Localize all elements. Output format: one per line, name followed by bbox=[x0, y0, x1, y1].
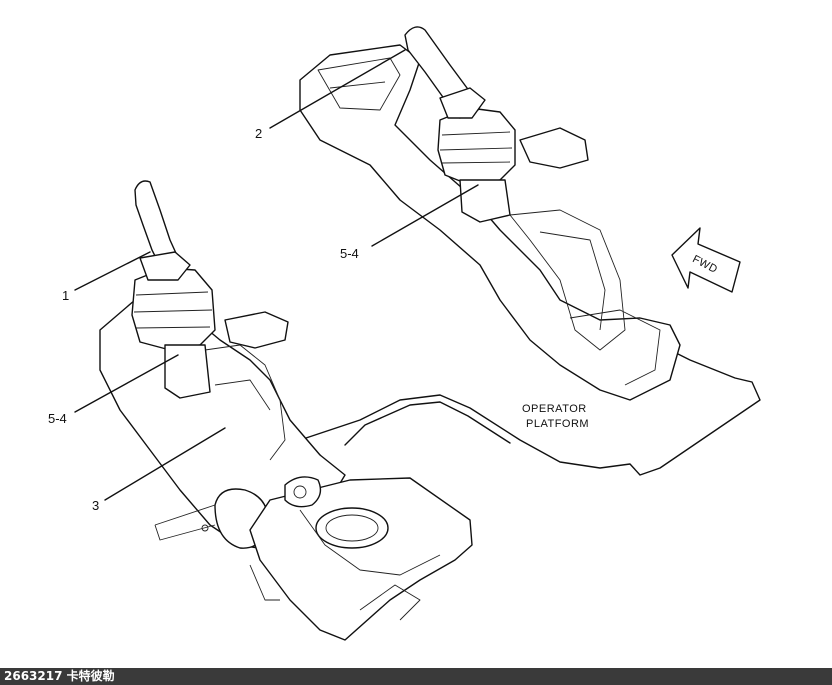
callout-5-4-right: 5-4 bbox=[340, 246, 359, 261]
callout-5-4-left: 5-4 bbox=[48, 411, 67, 426]
callout-2: 2 bbox=[255, 126, 262, 141]
parts-diagram: FWD 1 2 3 5-4 5-4 OPERATOR PLATFORM bbox=[48, 26, 761, 641]
callout-1: 1 bbox=[62, 288, 69, 303]
leader-lines bbox=[74, 49, 479, 501]
right-console bbox=[299, 26, 681, 401]
operator-label-line2: PLATFORM bbox=[526, 418, 589, 430]
footer-bar: 2663217 卡特彼勒 bbox=[0, 668, 832, 685]
center-pedestal bbox=[249, 476, 473, 641]
fwd-arrow: FWD bbox=[671, 227, 741, 293]
footer-text: 2663217 卡特彼勒 bbox=[4, 669, 115, 683]
left-console bbox=[99, 180, 346, 551]
operator-label-line1: OPERATOR bbox=[522, 403, 587, 415]
callout-3: 3 bbox=[92, 498, 99, 513]
